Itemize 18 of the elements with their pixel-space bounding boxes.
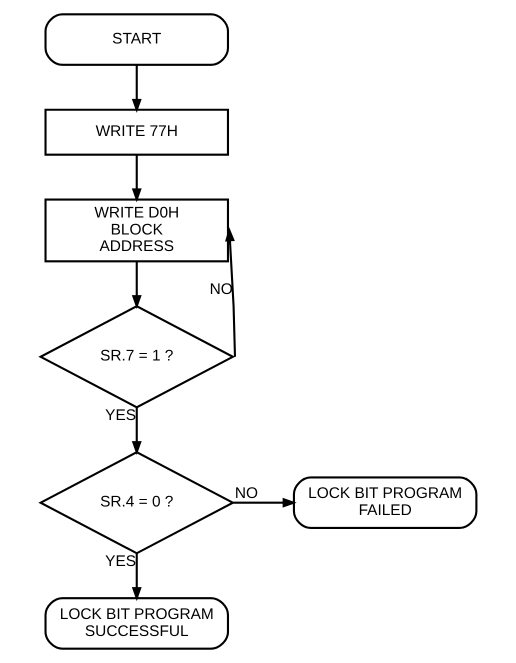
node-box: LOCK BIT PROGRAM SUCCESSFUL (44, 597, 229, 650)
arrow (131, 154, 142, 202)
node-box: WRITE 77H (44, 108, 229, 156)
arrow (131, 262, 142, 310)
node-box: LOCK BIT PROGRAM FAILED (292, 476, 477, 530)
arrow (232, 498, 296, 508)
edge-label: YES (104, 553, 136, 570)
node-box: START (44, 13, 229, 66)
arrow (131, 553, 142, 602)
edge-label: YES (104, 407, 136, 424)
arrow (131, 65, 142, 113)
node-diamond: SR.7 = 1 ? (38, 305, 235, 408)
edge-label: NO (209, 281, 232, 298)
node-diamond: SR.4 = 0 ? (38, 451, 235, 554)
arrow (131, 407, 142, 456)
edge-label: NO (234, 485, 258, 502)
node-box: WRITE D0H BLOCK ADDRESS (44, 198, 229, 262)
arrow (224, 227, 236, 357)
